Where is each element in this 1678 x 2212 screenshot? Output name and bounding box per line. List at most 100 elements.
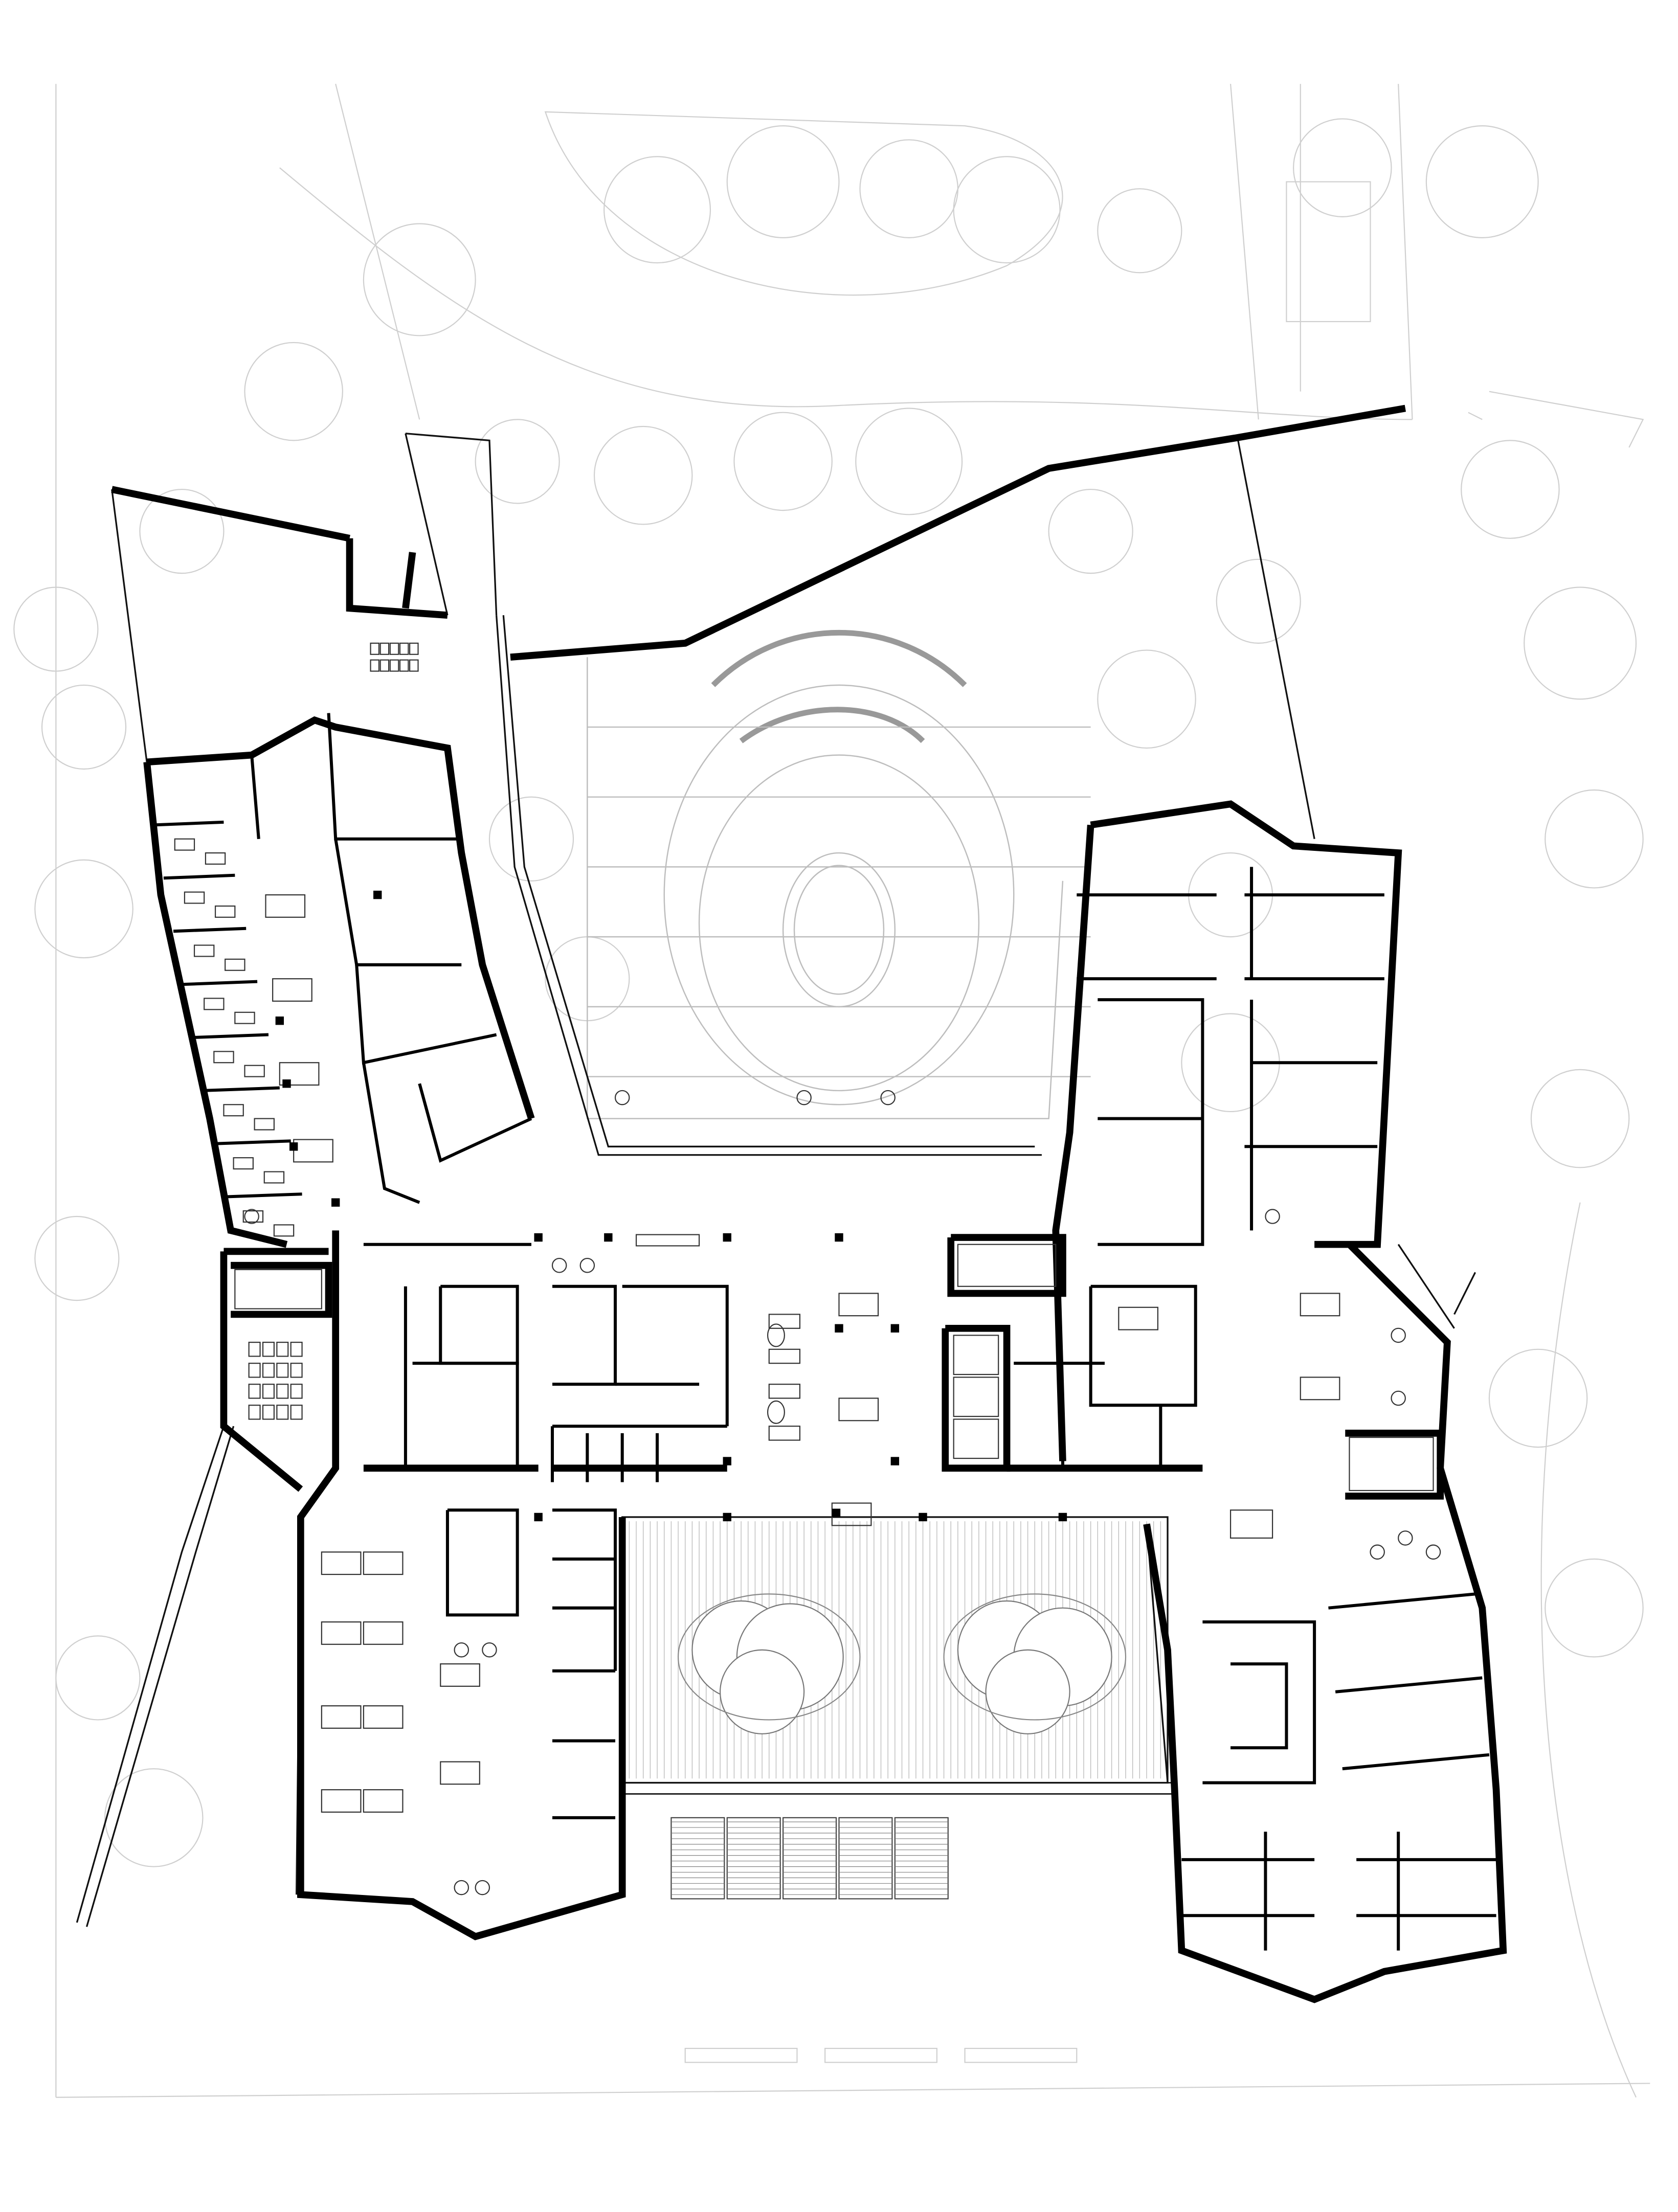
seating-row	[248, 1363, 261, 1378]
room-partition	[1089, 1284, 1197, 1407]
plaza-paving	[587, 657, 1064, 1119]
seating-row	[248, 1342, 261, 1357]
central-plaza	[587, 630, 1091, 1119]
central-oval	[782, 852, 896, 1008]
elevator-shaft	[953, 1376, 999, 1417]
office-partition	[153, 820, 224, 827]
wall	[297, 1230, 626, 1940]
column	[832, 1508, 841, 1517]
room-partition	[1230, 1662, 1288, 1750]
seating-arc	[711, 630, 967, 687]
tree-icon	[1461, 440, 1560, 539]
tree-icon	[593, 425, 693, 525]
desk	[272, 978, 312, 1002]
parking-area	[1286, 181, 1371, 323]
seating-row	[389, 659, 399, 672]
plaza-ring	[663, 684, 1015, 1105]
glazing-line	[1397, 1244, 1455, 1329]
chair	[454, 1880, 469, 1895]
tree-icon	[104, 1768, 204, 1867]
office-desk	[174, 838, 195, 851]
office-desk	[254, 1118, 275, 1131]
sofa	[768, 1384, 801, 1399]
wall	[1345, 1430, 1444, 1500]
chair	[1391, 1390, 1406, 1406]
room-partition	[1202, 1620, 1316, 1785]
seating-row	[399, 642, 409, 655]
tree-icon	[1097, 649, 1196, 749]
wall	[346, 538, 448, 619]
desk	[363, 1705, 404, 1729]
chair	[475, 1880, 490, 1895]
seating-row	[248, 1384, 261, 1399]
tree-icon	[1048, 488, 1133, 574]
elevator-shaft	[953, 1418, 999, 1459]
tree-icon	[1545, 1558, 1644, 1658]
tree-icon	[1524, 586, 1637, 700]
tree-icon	[859, 139, 958, 238]
desk	[440, 1761, 480, 1785]
seating-row	[276, 1342, 289, 1357]
seating-row	[290, 1405, 303, 1420]
glazing-line	[1146, 1524, 1169, 1783]
tree-icon	[720, 1649, 805, 1734]
terrace-edge	[621, 1782, 1176, 1795]
seating-row	[276, 1405, 289, 1420]
site-context	[13, 83, 1650, 2098]
desk	[838, 1293, 879, 1317]
desk	[838, 1397, 879, 1421]
column	[534, 1233, 543, 1242]
tree-icon	[41, 684, 127, 770]
office-desk	[213, 1051, 234, 1064]
column	[534, 1513, 543, 1522]
office-desk	[234, 1011, 255, 1024]
seating-row	[276, 1363, 289, 1378]
central-oval-inner	[793, 865, 885, 995]
desk	[440, 1663, 480, 1687]
office-desk	[233, 1157, 254, 1170]
room-partition	[250, 755, 260, 839]
desk	[321, 1621, 362, 1645]
sofa	[768, 1314, 801, 1329]
office-desk	[223, 1104, 244, 1117]
wall	[111, 486, 350, 542]
room-partition	[412, 1362, 519, 1469]
column	[723, 1233, 731, 1242]
tree-icon	[488, 796, 574, 882]
chair	[551, 1257, 567, 1273]
chair	[1391, 1327, 1406, 1343]
desk	[321, 1551, 362, 1575]
tree-icon	[603, 156, 711, 264]
seating-row	[290, 1342, 303, 1357]
coffee-table	[767, 1323, 785, 1347]
column	[890, 1457, 900, 1465]
chair	[482, 1642, 497, 1658]
seating-row	[409, 642, 419, 655]
office-desk	[184, 891, 205, 904]
seating-row	[379, 659, 390, 672]
column	[1058, 1513, 1067, 1522]
tree-icon	[34, 859, 133, 959]
seating-row	[248, 1405, 261, 1420]
glazing-line	[502, 615, 1035, 1147]
stair-flight	[670, 1817, 725, 1900]
chair	[579, 1257, 595, 1273]
office-partition	[183, 980, 258, 986]
chair	[614, 1090, 630, 1105]
chair	[1265, 1209, 1280, 1224]
wall	[146, 716, 535, 1120]
chair	[1370, 1544, 1385, 1560]
chair	[1398, 1530, 1413, 1546]
wall	[942, 1324, 1011, 1472]
tree-icon	[55, 1635, 141, 1721]
reception-counter	[635, 1234, 700, 1247]
stair-icon	[957, 1244, 1057, 1287]
room-partition	[1098, 998, 1204, 1246]
room-partition	[418, 1083, 532, 1163]
seating-row	[370, 659, 380, 672]
seating-row	[399, 659, 409, 672]
chair	[880, 1090, 896, 1105]
column	[835, 1324, 843, 1333]
wall	[402, 552, 416, 609]
column	[723, 1513, 731, 1522]
